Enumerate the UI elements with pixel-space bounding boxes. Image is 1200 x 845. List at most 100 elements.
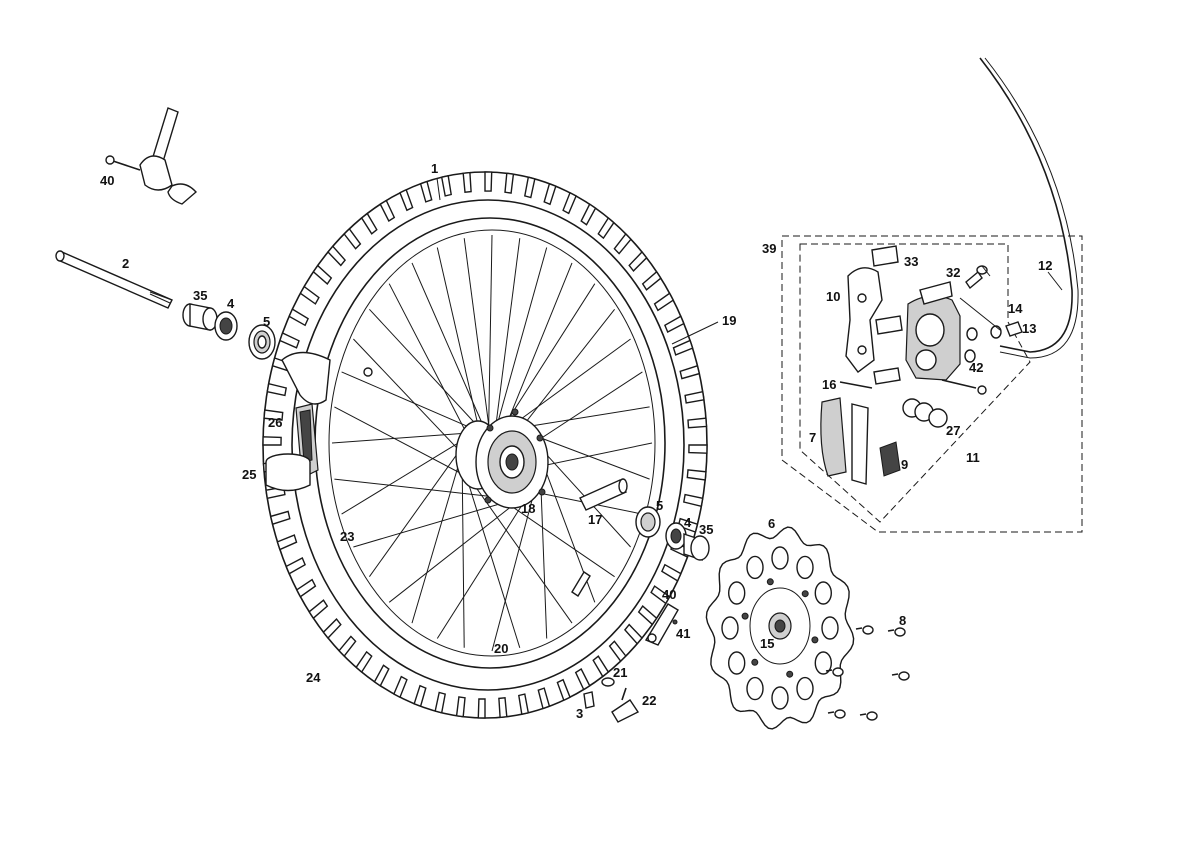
callout-labels: 1 2 3 4 4 5 5 6 7 8 9 10 11 12 13 14 15 …: [100, 161, 1052, 721]
disc-bolt: [891, 671, 910, 681]
disc-bolt-shank: [855, 627, 863, 630]
disc-cutout: [821, 616, 839, 640]
callout-24: 24: [306, 670, 321, 685]
tread-knob: [613, 232, 632, 255]
callout-1: 1: [431, 161, 438, 176]
spoke: [495, 247, 548, 429]
tread-knob: [523, 176, 536, 199]
callout-9: 9: [901, 457, 908, 472]
valve-parts: [583, 677, 640, 723]
tread-knob: [413, 684, 427, 708]
disc-bolt-hole: [741, 612, 749, 620]
spoke: [353, 501, 508, 548]
hub-spacer-tube: [579, 478, 628, 511]
tread-knob: [653, 292, 675, 312]
callout-41: 41: [676, 626, 690, 641]
tread-knob: [455, 696, 466, 718]
tread-knob: [279, 332, 300, 349]
spoke: [334, 478, 498, 498]
tyre: [262, 171, 708, 719]
callout-18: 18: [521, 501, 535, 516]
disc-cutout: [771, 546, 789, 570]
spoke: [411, 458, 461, 624]
axle-pinch-bolt: [105, 107, 198, 205]
valve-stem: [363, 367, 591, 597]
tread-knob: [504, 172, 515, 194]
callout-2: 2: [122, 256, 129, 271]
disc-bolt: [855, 625, 874, 635]
tread-knob: [592, 655, 610, 678]
disc-bolt-hole: [766, 578, 774, 586]
tread-knob: [682, 493, 704, 508]
tread-knob: [637, 605, 658, 626]
spoke: [436, 247, 484, 450]
caliper-bolts: [839, 245, 987, 395]
spoke: [369, 308, 479, 428]
spoke: [461, 468, 465, 648]
spoke: [388, 500, 519, 603]
disc-bolt-shank: [891, 673, 899, 676]
tread-knob: [360, 212, 378, 235]
disc-bolt: [827, 709, 846, 719]
callout-26: 26: [268, 415, 282, 430]
callout-32: 32: [946, 265, 960, 280]
callout-35-left: 35: [193, 288, 207, 303]
tread-knob: [440, 174, 452, 197]
caliper-bracket: [845, 267, 883, 373]
sensor-bracket: [644, 603, 679, 646]
callout-3: 3: [576, 706, 583, 721]
disc-bolt-shank: [859, 713, 867, 716]
spoke: [488, 234, 493, 438]
callout-14: 14: [1008, 301, 1023, 316]
callout-10: 10: [826, 289, 840, 304]
tread-knob: [343, 227, 362, 250]
tread-knob: [608, 640, 627, 663]
tread-knob: [597, 216, 615, 240]
tread-knob: [556, 678, 571, 702]
tread-knob: [266, 382, 288, 397]
tread-knob: [498, 697, 508, 719]
callout-33: 33: [904, 254, 918, 269]
disc-bolt-head: [898, 671, 910, 681]
callout-5-right: 5: [656, 498, 663, 513]
disc-bolt-shank: [827, 711, 835, 714]
disc-bolt: [859, 711, 878, 721]
callout-35-right: 35: [699, 522, 713, 537]
caliper-kit-outline: [781, 235, 1083, 533]
spoke: [516, 338, 631, 423]
disc-bolt-head: [894, 627, 906, 637]
tread-knob: [686, 469, 707, 481]
tread-knob: [661, 563, 682, 582]
tread-knob: [484, 171, 493, 192]
tread-knob: [312, 264, 333, 285]
callout-13: 13: [1022, 321, 1036, 336]
disc-cutout: [746, 676, 764, 701]
disc-cutout: [796, 555, 814, 580]
tread-knob: [373, 664, 390, 687]
spoke: [540, 474, 548, 639]
disc-cutout: [771, 686, 789, 710]
tread-knob: [518, 693, 530, 716]
callout-8: 8: [899, 613, 906, 628]
disc-bolt-hole: [751, 658, 759, 666]
tread-knob: [574, 667, 591, 691]
tread-knob: [269, 510, 291, 526]
tread-knob: [276, 534, 298, 551]
banjo-fitting: [964, 321, 1023, 363]
right-bearing: [635, 506, 661, 538]
spoke: [534, 435, 650, 480]
spoke: [463, 238, 491, 435]
callout-15: 15: [760, 636, 774, 651]
callout-25: 25: [242, 467, 256, 482]
left-seal: [214, 311, 238, 341]
tread-knob: [623, 623, 643, 645]
disc-cutout: [814, 581, 832, 605]
tread-knob: [285, 557, 306, 575]
tread-knob: [322, 618, 342, 640]
tread-knob: [288, 308, 309, 327]
disc-bolt-hole: [786, 670, 794, 678]
callout-12: 12: [1038, 258, 1052, 273]
tread-knob: [672, 339, 694, 356]
